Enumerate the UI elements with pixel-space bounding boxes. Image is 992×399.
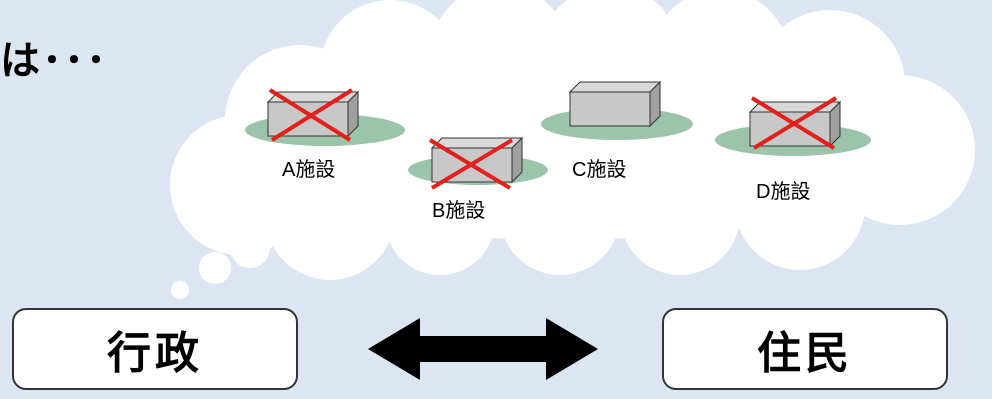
residents-box: 住民: [662, 308, 948, 390]
thought-dot-medium: [199, 252, 231, 284]
government-box: 行政: [12, 308, 298, 390]
facility-c: [541, 80, 693, 140]
thought-dot-small: [171, 281, 189, 299]
thought-dot-large: [230, 228, 270, 268]
facility-label-a: A施設: [282, 159, 336, 181]
heading-text: は･･･: [0, 38, 108, 84]
facility-b: [408, 136, 548, 190]
residents-label: 住民: [757, 328, 853, 379]
facility-label-c: C施設: [572, 159, 627, 181]
government-label: 行政: [107, 328, 203, 379]
facility-label-b: B施設: [432, 200, 486, 222]
facility-a: [245, 88, 405, 146]
thought-cloud: [170, 0, 975, 299]
building-icon: [569, 91, 651, 127]
facility-d: [715, 96, 871, 156]
double-arrow-icon: [368, 318, 598, 380]
facility-label-d: D施設: [756, 181, 811, 203]
